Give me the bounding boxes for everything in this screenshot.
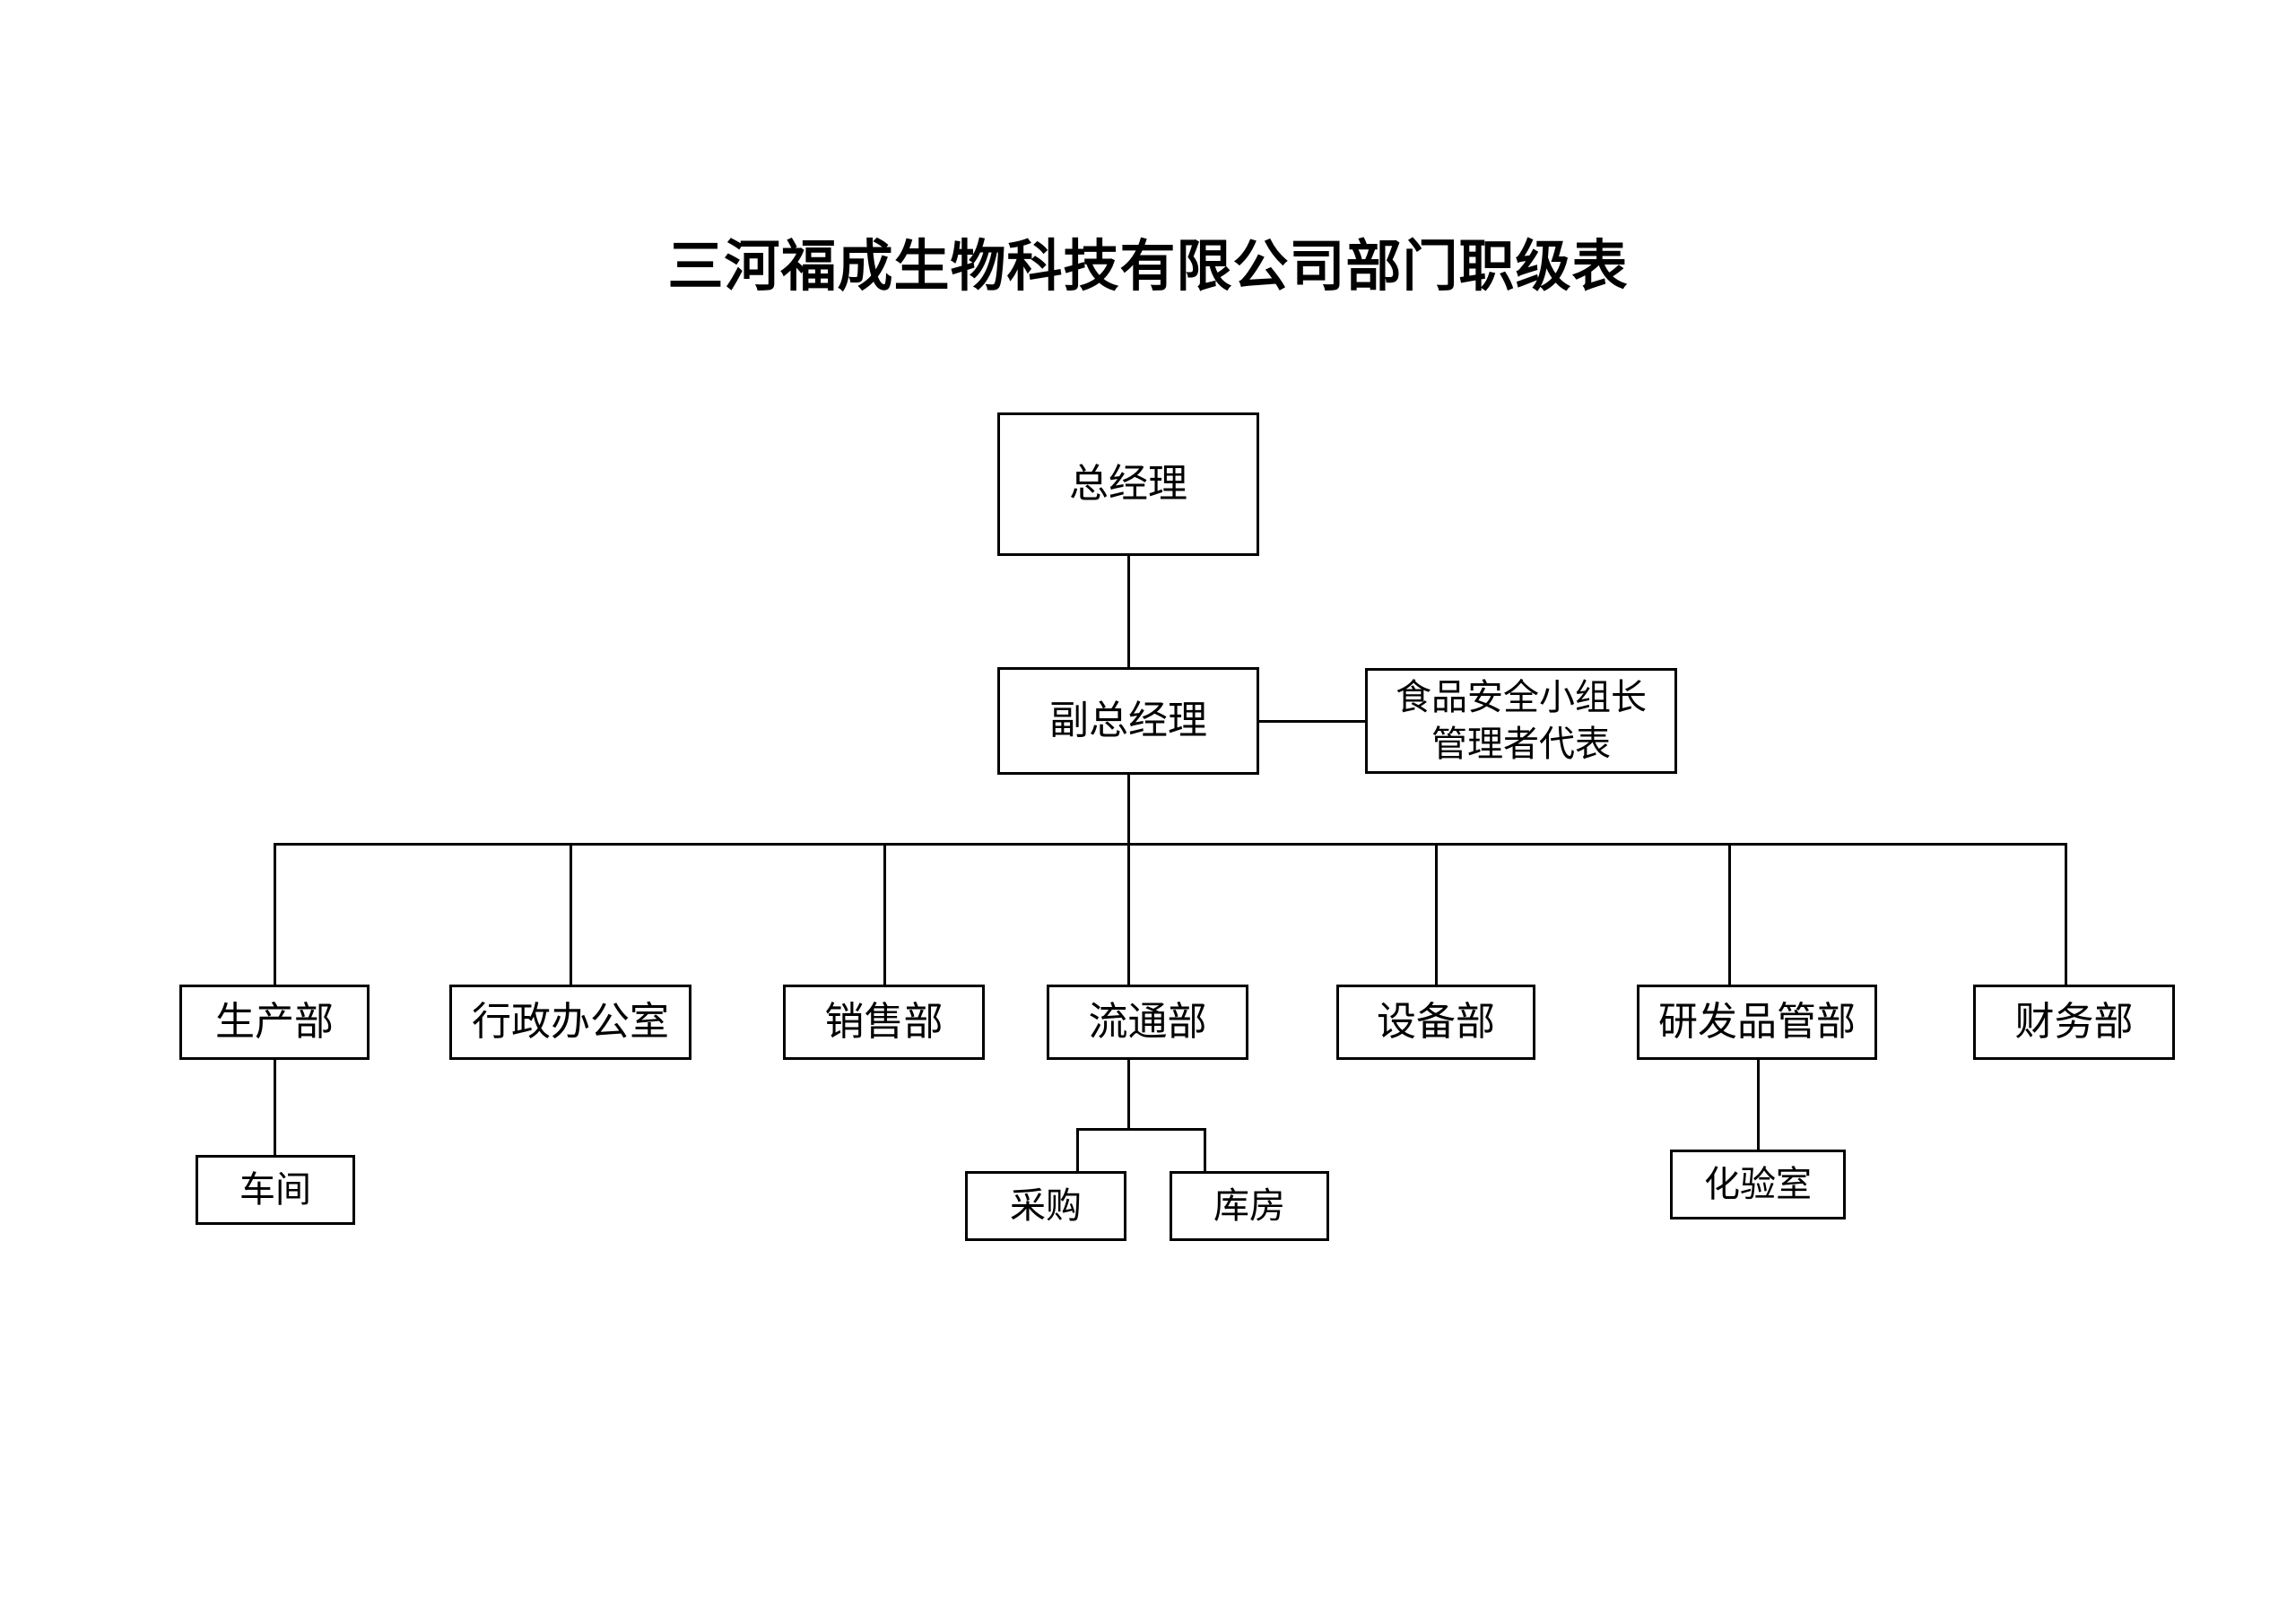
connector-production-to-workshop [274, 1060, 276, 1155]
connector-bus-to-finance [2065, 843, 2067, 986]
node-distribution-dept[interactable]: 流通部 [1047, 985, 1248, 1060]
node-food-safety-leader[interactable]: 食品安全小组长 管理者代表 [1365, 668, 1677, 774]
connector-dgm-to-food-safety-leader [1259, 720, 1365, 723]
node-workshop[interactable]: 车间 [196, 1155, 355, 1225]
node-equipment-dept[interactable]: 设备部 [1336, 985, 1535, 1060]
connector-dgm-stem [1127, 775, 1130, 845]
connector-department-bus [274, 843, 2067, 846]
connector-bus-to-admin-office [570, 843, 572, 986]
connector-bus-to-production [274, 843, 276, 986]
connector-gm-to-dgm [1127, 556, 1130, 667]
connector-distribution-stem [1127, 1060, 1130, 1130]
connector-bus-to-sales [883, 843, 886, 986]
page-title: 三河福成生物科技有限公司部门职级表 [667, 236, 1629, 298]
connector-bus-to-equipment [1435, 843, 1438, 986]
connector-rd-quality-to-laboratory [1757, 1060, 1760, 1150]
node-rd-quality-dept[interactable]: 研发品管部 [1637, 985, 1877, 1060]
connector-bus-to-distribution [1127, 843, 1130, 986]
connector-distribution-branch-bus [1076, 1128, 1206, 1131]
node-warehouse[interactable]: 库房 [1170, 1171, 1329, 1241]
node-production-dept[interactable]: 生产部 [179, 985, 370, 1060]
node-general-manager[interactable]: 总经理 [997, 412, 1259, 556]
node-admin-office[interactable]: 行政办公室 [449, 985, 691, 1060]
node-purchasing[interactable]: 采购 [965, 1171, 1126, 1241]
node-sales-dept[interactable]: 销售部 [783, 985, 985, 1060]
connector-distribution-to-warehouse [1204, 1128, 1206, 1173]
node-laboratory[interactable]: 化验室 [1670, 1150, 1846, 1219]
connector-bus-to-rd-quality [1728, 843, 1731, 986]
node-finance-dept[interactable]: 财务部 [1973, 985, 2175, 1060]
node-deputy-general-manager[interactable]: 副总经理 [997, 667, 1259, 775]
connector-distribution-to-purchasing [1076, 1128, 1079, 1173]
